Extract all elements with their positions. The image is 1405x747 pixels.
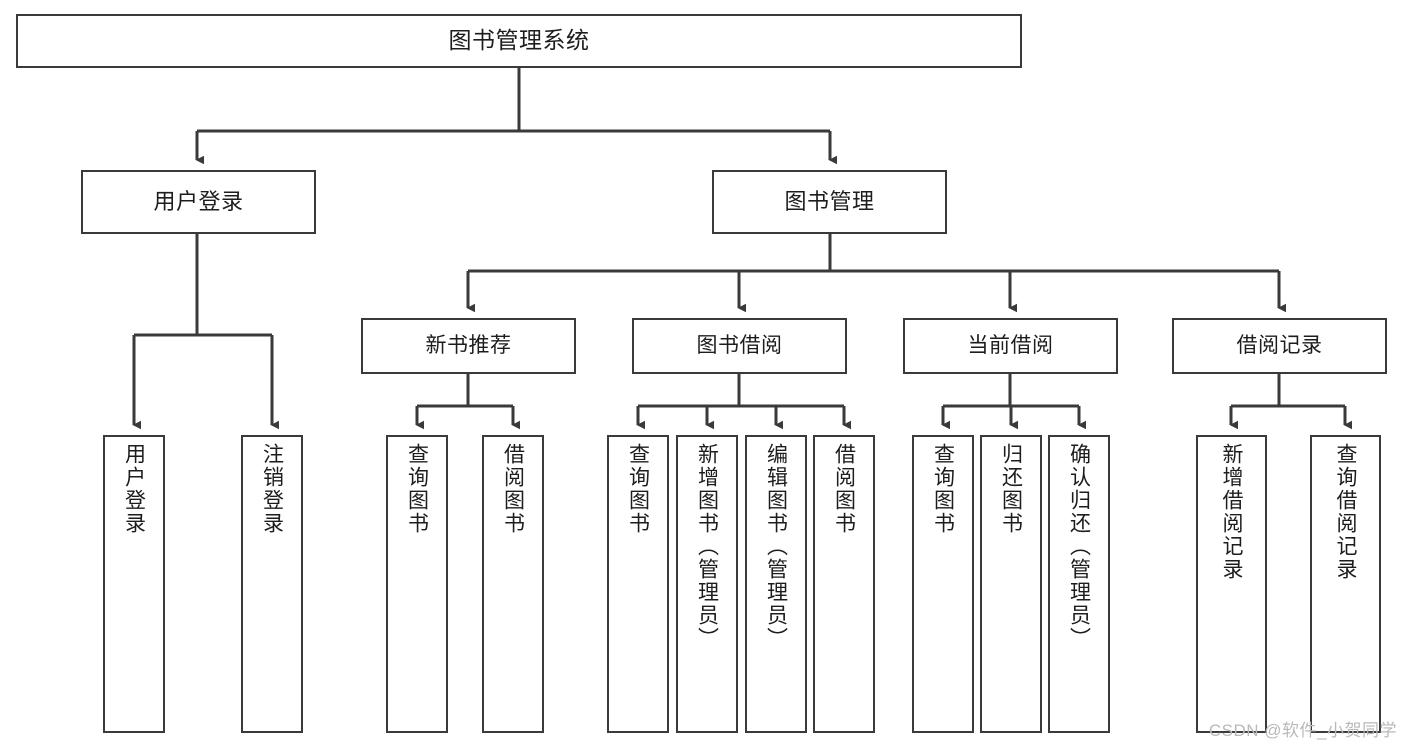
node-leaf-user-login-label: 用户登录 [122, 443, 146, 535]
node-leaf-confirm-return[interactable]: 确认归还（管理员） [1048, 435, 1110, 733]
node-new-book-recommend[interactable]: 新书推荐 [361, 318, 576, 374]
node-leaf-borrow-book-2[interactable]: 借阅图书 [813, 435, 875, 733]
node-leaf-add-book[interactable]: 新增图书（管理员） [676, 435, 738, 733]
node-root[interactable]: 图书管理系统 [16, 14, 1022, 68]
node-new-book-recommend-label: 新书推荐 [425, 333, 512, 357]
node-leaf-add-book-label: 新增图书（管理员） [695, 443, 719, 650]
node-leaf-borrow-book-2-label: 借阅图书 [832, 443, 856, 535]
node-book-manage-label: 图书管理 [784, 189, 875, 215]
node-leaf-return-book-label: 归还图书 [999, 443, 1023, 535]
node-user-login[interactable]: 用户登录 [81, 170, 316, 234]
node-book-borrow-label: 图书借阅 [696, 333, 783, 357]
node-current-borrow-label: 当前借阅 [967, 333, 1054, 357]
node-book-manage[interactable]: 图书管理 [712, 170, 947, 234]
node-root-label: 图书管理系统 [448, 27, 590, 54]
node-user-login-label: 用户登录 [153, 189, 244, 215]
watermark: CSDN @软件_小贺同学 [1208, 721, 1397, 740]
node-leaf-add-record[interactable]: 新增借阅记录 [1196, 435, 1267, 733]
node-book-borrow[interactable]: 图书借阅 [632, 318, 847, 374]
node-borrow-record-label: 借阅记录 [1236, 333, 1323, 357]
node-leaf-query-record-label: 查询借阅记录 [1334, 443, 1357, 581]
node-leaf-query-book-2[interactable]: 查询图书 [607, 435, 669, 733]
node-leaf-logout-label: 注销登录 [260, 443, 284, 535]
node-leaf-borrow-book-1[interactable]: 借阅图书 [482, 435, 544, 733]
node-leaf-return-book[interactable]: 归还图书 [980, 435, 1042, 733]
node-leaf-query-book-3-label: 查询图书 [931, 443, 955, 535]
node-leaf-query-record[interactable]: 查询借阅记录 [1310, 435, 1381, 733]
node-leaf-edit-book[interactable]: 编辑图书（管理员） [745, 435, 807, 733]
node-leaf-query-book-3[interactable]: 查询图书 [912, 435, 974, 733]
node-leaf-logout[interactable]: 注销登录 [241, 435, 303, 733]
node-leaf-confirm-return-label: 确认归还（管理员） [1067, 443, 1091, 650]
node-borrow-record[interactable]: 借阅记录 [1172, 318, 1387, 374]
node-leaf-user-login[interactable]: 用户登录 [103, 435, 165, 733]
node-leaf-edit-book-label: 编辑图书（管理员） [764, 443, 788, 650]
node-leaf-borrow-book-1-label: 借阅图书 [501, 443, 525, 535]
node-current-borrow[interactable]: 当前借阅 [903, 318, 1118, 374]
node-leaf-query-book-2-label: 查询图书 [626, 443, 650, 535]
node-leaf-query-book-1-label: 查询图书 [405, 443, 429, 535]
node-leaf-query-book-1[interactable]: 查询图书 [386, 435, 448, 733]
node-leaf-add-record-label: 新增借阅记录 [1220, 443, 1243, 581]
